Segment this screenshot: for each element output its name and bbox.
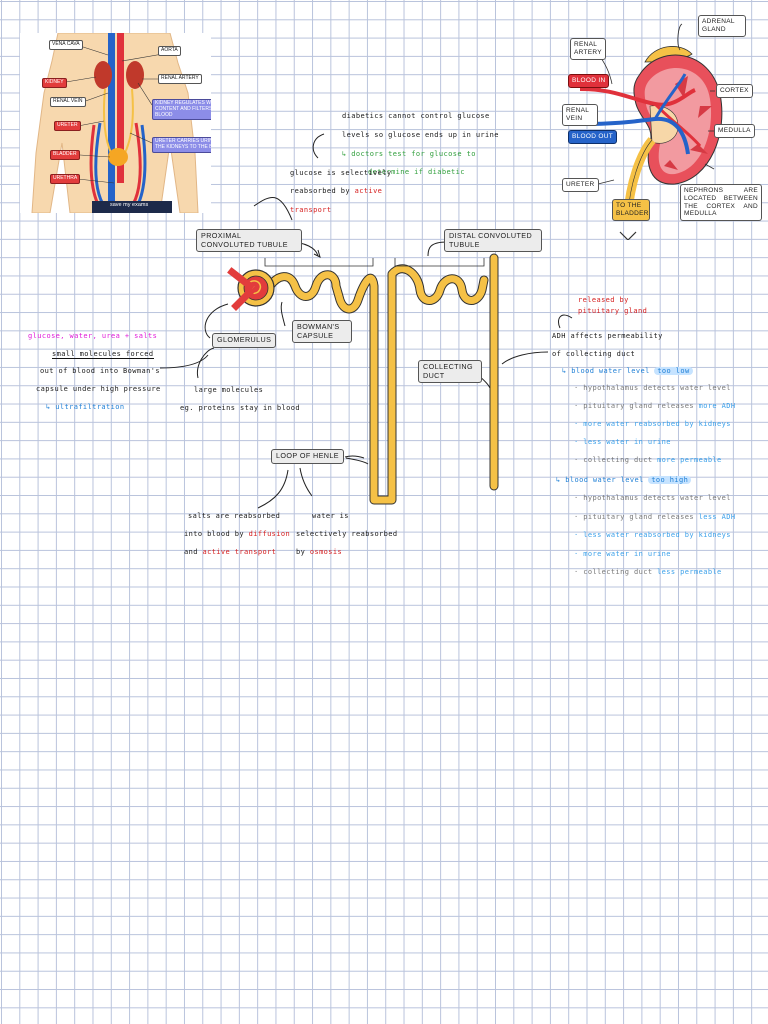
adh-low-item-2: · pituitary gland releases more ADH xyxy=(574,402,736,420)
note-loop-salts-3b: active transport xyxy=(202,548,277,556)
note-adh-high-arrow: ↳ xyxy=(556,476,561,484)
note-adh-high: ↳ blood water level too high xyxy=(556,476,692,484)
kidney-label-blood-out: BLOOD OUT xyxy=(568,130,617,144)
note-pct-2a: reabsorbed by xyxy=(290,187,355,195)
adh-low-item-2-b: more ADH xyxy=(698,402,736,410)
body-label-aorta: AORTA xyxy=(158,46,181,56)
note-glom-2: small molecules forced xyxy=(52,350,154,359)
note-diabetics-4: determine if diabetic xyxy=(368,168,465,176)
note-diabetics-1: diabetics cannot control glucose xyxy=(342,112,490,120)
note-diabetics-3-text: doctors test for glucose to xyxy=(351,150,476,158)
adh-high-item-5-a: · collecting duct xyxy=(574,568,658,576)
note-adh-high-b: too high xyxy=(648,476,692,484)
adh-low-list: · hypothalamus detects water level · pit… xyxy=(574,384,736,474)
note-loop-salts-2: into blood by diffusion xyxy=(184,530,290,538)
adh-low-item-3: · more water reabsorbed by kidneys xyxy=(574,420,731,428)
note-glom-5-text: ultrafiltration xyxy=(55,403,125,411)
adh-high-item-2-a: · pituitary gland releases xyxy=(574,512,699,521)
note-diabetics-3: ↳ doctors test for glucose to xyxy=(342,150,476,158)
adh-low-item-4: · less water in urine xyxy=(574,438,671,446)
adh-low-item-5: · collecting duct more permeable xyxy=(574,456,736,474)
note-loop-water-3: by osmosis xyxy=(296,548,342,556)
note-loop-salts-1: salts are reabsorbed xyxy=(188,512,281,520)
note-glom-2-text: small molecules forced xyxy=(52,350,154,359)
body-label-bladder: BLADDER xyxy=(50,150,80,160)
label-pct: PROXIMAL CONVOLUTED TUBULE xyxy=(196,229,302,253)
note-pct-2b: active xyxy=(354,187,383,195)
note-adh-low-b: too low xyxy=(654,367,693,375)
note-pct-2: reabsorbed by active xyxy=(290,187,382,195)
adh-high-item-2-b: less ADH xyxy=(698,512,736,521)
note-adh-low-a: blood water level xyxy=(571,367,655,375)
kidney-label-ureter: URETER xyxy=(562,178,599,192)
adh-high-item-3: · less water reabsorbed by kidneys xyxy=(574,531,731,539)
adh-low-item-2-a: · pituitary gland releases xyxy=(574,402,699,410)
kidney-label-renal-vein: RENAL VEIN xyxy=(562,104,598,126)
note-loop-water-3a: by xyxy=(296,548,310,556)
note-adh-low: ↳ blood water level too low xyxy=(562,367,693,375)
note-loop-salts-3: and active transport xyxy=(184,548,276,556)
kidney-label-to-bladder: TO THE BLADDER xyxy=(612,199,650,221)
label-dct: DISTAL CONVOLUTED TUBULE xyxy=(444,229,542,253)
note-glom-4: capsule under high pressure xyxy=(36,385,161,393)
kidney-label-nephrons: NEPHRONS ARE LOCATED BETWEEN THE CORTEX … xyxy=(680,184,762,222)
adh-high-item-4: · more water in urine xyxy=(574,549,671,558)
note-loop-salts-2a: into blood by xyxy=(184,530,249,538)
note-diabetics-arrow: ↳ xyxy=(342,150,347,158)
label-bowmans-capsule: BOWMAN'S CAPSULE xyxy=(292,320,352,344)
kidney-diagram: ADRENAL GLAND RENAL ARTERY BLOOD IN RENA… xyxy=(560,14,762,241)
label-loop-of-henle: LOOP OF HENLE xyxy=(271,449,344,464)
adh-high-item-5-b: less permeable xyxy=(657,568,722,576)
label-collecting-duct: COLLECTING DUCT xyxy=(418,360,482,384)
adh-high-item-2: · pituitary gland releases less ADH xyxy=(574,513,736,532)
note-large-1: large molecules xyxy=(194,386,264,394)
kidney-label-medulla: MEDULLA xyxy=(714,124,755,138)
note-loop-salts-3a: and xyxy=(184,548,203,556)
kidney-label-renal-artery: RENAL ARTERY xyxy=(570,38,606,60)
note-loop-water-2: selectively reabsorbed xyxy=(296,530,398,538)
note-adh-low-arrow: ↳ xyxy=(562,367,567,375)
note-adh-high-a: blood water level xyxy=(565,476,649,484)
adh-high-item-5: · collecting duct less permeable xyxy=(574,568,736,587)
note-loop-water-3b: osmosis xyxy=(309,548,343,556)
adh-high-list: · hypothalamus detects water level · pit… xyxy=(574,494,736,587)
body-label-kidney: KIDNEY xyxy=(42,78,67,88)
adh-low-item-5-a: · collecting duct xyxy=(574,456,658,464)
body-note-kidney: KIDNEY REGULATES WATER CONTENT AND FILTE… xyxy=(152,99,211,121)
adh-high-item-1: · hypothalamus detects water level xyxy=(574,494,731,502)
body-label-urethra: URETHRA xyxy=(50,174,81,184)
note-adh-2: of collecting duct xyxy=(552,350,636,358)
body-label-ureter: URETER xyxy=(54,121,81,131)
kidney-illustration xyxy=(579,23,723,241)
kidney-label-blood-in: BLOOD IN xyxy=(568,74,610,88)
note-pct-3: transport xyxy=(290,206,332,214)
body-note-ureter: URETER CARRIES URINE FROM THE KIDNEYS TO… xyxy=(152,137,211,153)
note-large-2: eg. proteins stay in blood xyxy=(180,404,300,412)
body-label-renal-vein: RENAL VEIN xyxy=(50,97,86,107)
note-glom-5: ↳ ultrafiltration xyxy=(46,403,124,411)
body-label-renal-artery: RENAL ARTERY xyxy=(158,74,202,84)
note-adh-released-1: released by xyxy=(578,296,629,304)
note-loop-salts-2b: diffusion xyxy=(248,530,291,538)
body-label-vena-cava: VENA CAVA xyxy=(49,40,83,50)
note-glom-3: out of blood into Bowman's xyxy=(40,367,160,375)
note-pct-1: glucose is selectively xyxy=(290,169,392,177)
body-diagram: VENA CAVA AORTA KIDNEY RENAL ARTERY RENA… xyxy=(20,33,211,213)
note-diabetics-2: levels so glucose ends up in urine xyxy=(342,131,499,139)
adh-low-item-5-b: more permeable xyxy=(657,456,722,464)
note-glom-5-arrow: ↳ xyxy=(46,403,51,411)
label-glomerulus: GLOMERULUS xyxy=(212,333,277,348)
kidney-label-adrenal-gland: ADRENAL GLAND xyxy=(698,15,746,37)
note-adh-released-2: pituitary gland xyxy=(578,307,648,315)
note-loop-water-1: water is xyxy=(312,512,349,520)
kidney-label-cortex: CORTEX xyxy=(716,84,753,98)
body-watermark: save my exams xyxy=(110,202,149,208)
adh-low-item-1: · hypothalamus detects water level xyxy=(574,384,731,392)
note-glom-1: glucose, water, urea + salts xyxy=(28,332,158,340)
note-adh-1: ADH affects permeability xyxy=(552,332,663,340)
